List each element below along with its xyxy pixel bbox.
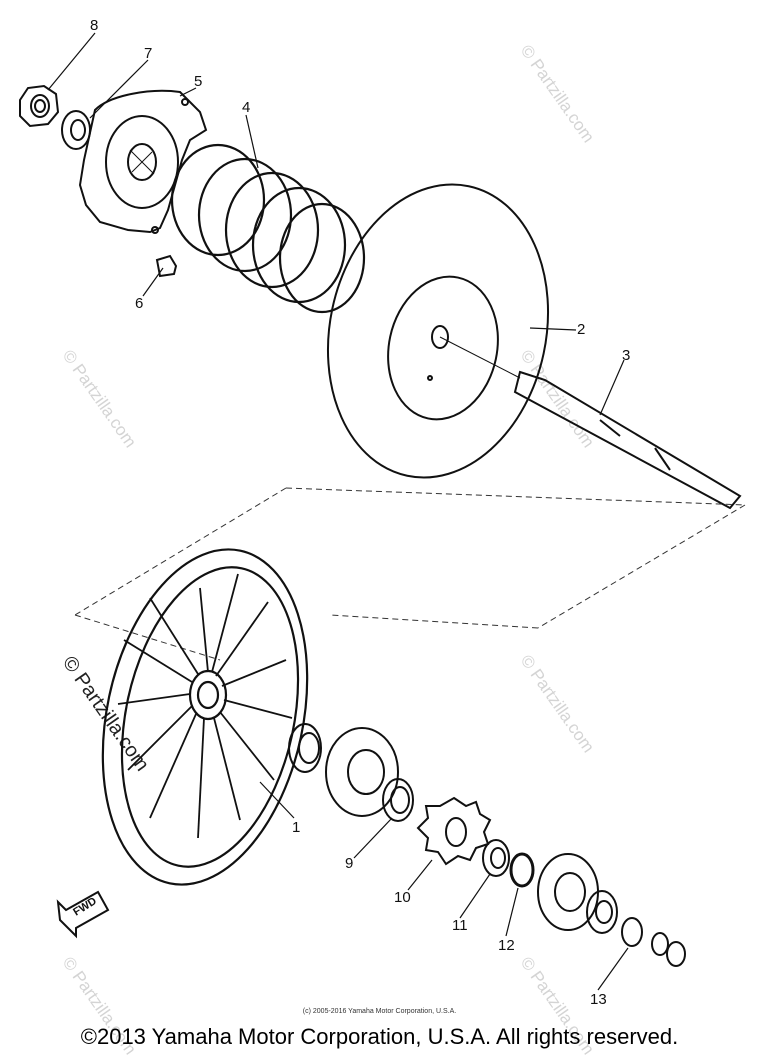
part-10-sprocket [416, 796, 492, 866]
leader-lines [47, 32, 629, 991]
watermark: © Partzilla.com [59, 346, 140, 451]
part-5-cam-bracket [78, 89, 208, 234]
watermark: © Partzilla.com [517, 41, 598, 146]
part-4-spring [170, 143, 366, 314]
watermark: © Partzilla.com [517, 651, 598, 756]
footer-copyright: ©2013 Yamaha Motor Corporation, U.S.A. A… [80, 1024, 679, 1049]
part-3-shaft [439, 336, 742, 510]
hub-seal [288, 723, 399, 817]
part-13-washers [621, 917, 686, 967]
callout-9: 9 [345, 855, 353, 872]
callout-12: 12 [498, 937, 515, 954]
part-11-collar [482, 839, 510, 877]
inner-copyright: (c) 2005-2016 Yamaha Motor Corporation, … [302, 1008, 457, 1015]
callout-3: 3 [622, 347, 630, 364]
watermarks: © Partzilla.com © Partzilla.com © Partzi… [58, 41, 598, 1058]
callout-8: 8 [90, 17, 98, 34]
callout-11: 11 [452, 917, 468, 934]
part-8-nut [19, 84, 60, 128]
part-12-circlip [509, 852, 535, 888]
callout-10: 10 [394, 889, 411, 906]
callout-labels: 8 7 5 4 6 2 3 1 9 10 11 12 13 [90, 17, 630, 1008]
callout-1: 1 [292, 819, 300, 836]
callout-6: 6 [135, 295, 143, 312]
part-7-washer [61, 110, 91, 150]
fwd-label: FWD [71, 895, 99, 918]
callout-2: 2 [577, 321, 585, 338]
part-2-sheave [326, 183, 550, 479]
callout-13: 13 [590, 991, 607, 1008]
callout-5: 5 [194, 73, 202, 90]
callout-4: 4 [242, 99, 250, 116]
fwd-arrow-icon: FWD [56, 890, 110, 939]
bearing-assembly [537, 853, 618, 934]
callout-7: 7 [144, 45, 152, 62]
part-9-washer [382, 778, 414, 822]
dashed-guides [74, 487, 746, 661]
